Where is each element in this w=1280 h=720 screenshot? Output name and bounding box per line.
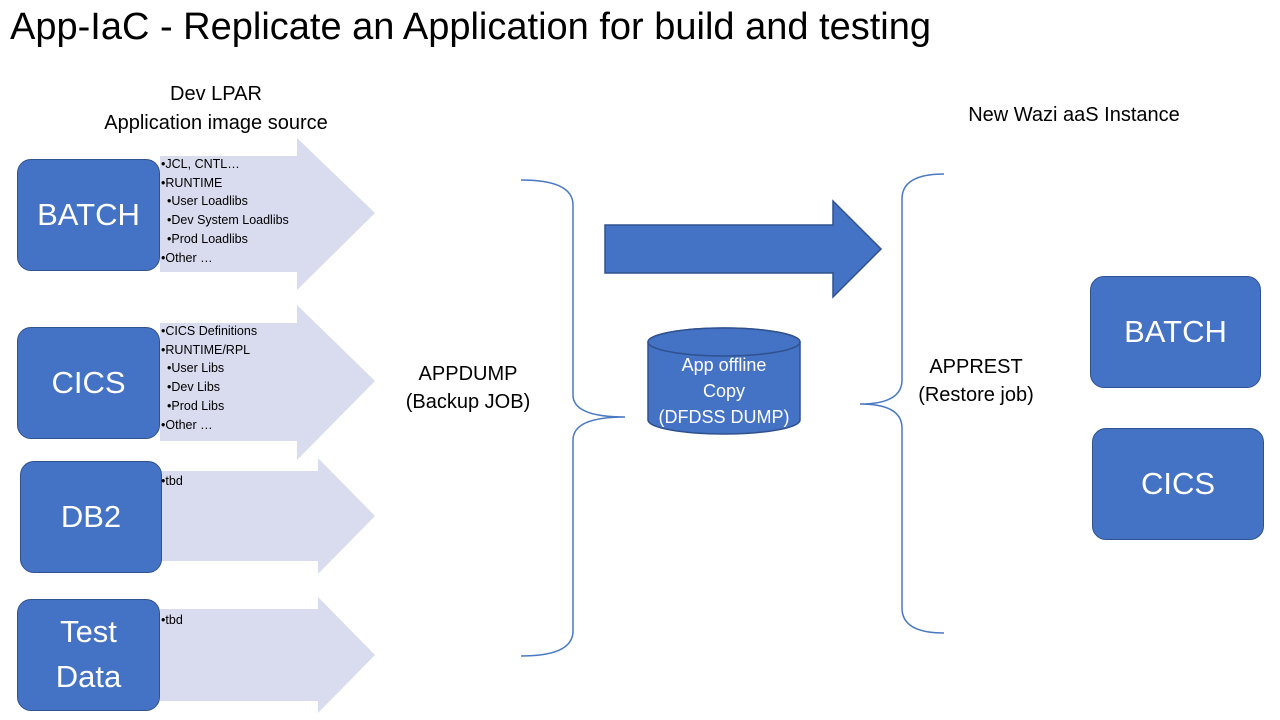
offline-copy-line2: Copy [702,381,746,401]
bullet-item: Prod Loadlibs [161,230,289,249]
target-batch-label: BATCH [1124,313,1227,349]
backup-label-line2: (Backup JOB) [405,391,531,413]
source-db2-box: DB2 [20,461,162,573]
source-heading-line2: Application image source [104,112,328,134]
bullet-item: Prod Libs [161,397,257,416]
bullet-item: User Loadlibs [161,192,289,211]
target-heading: New Wazi aaS Instance [968,104,1180,126]
db2-bullets: tbd [161,472,182,491]
target-cics-label: CICS [1140,465,1216,501]
source-cics-label: CICS [51,364,126,400]
backup-brace [520,179,626,657]
backup-label-line1: APPDUMP [418,363,518,385]
target-cics-box: CICS [1092,428,1264,540]
testdata-bullets: tbd [161,611,182,630]
target-batch-box: BATCH [1090,276,1261,388]
source-batch-label: BATCH [37,196,140,232]
offline-copy-label: App offline Copy (DFDSS DUMP) [648,352,800,430]
bullet-item: RUNTIME [161,174,289,193]
source-testdata-label-line2: Data [55,659,122,694]
db2-arrow [160,458,375,574]
offline-copy-line1: App offline [681,355,767,375]
restore-label-line1: APPREST [929,356,1023,378]
bullet-item: RUNTIME/RPL [161,341,257,360]
source-db2-label: DB2 [60,498,122,534]
source-batch-box: BATCH [17,159,160,271]
bullet-item: User Libs [161,359,257,378]
restore-label-line2: (Restore job) [918,384,1034,406]
cics-bullets: CICS Definitions RUNTIME/RPL User Libs D… [161,322,257,434]
source-cics-box: CICS [17,327,160,439]
offline-copy-line3: (DFDSS DUMP) [658,407,790,427]
transfer-arrow [604,199,883,299]
bullet-item: JCL, CNTL… [161,155,289,174]
slide-title: App-IaC - Replicate an Application for b… [10,6,931,48]
bullet-item: Other … [161,416,257,435]
bullet-item: CICS Definitions [161,322,257,341]
restore-label: APPREST (Restore job) [898,353,1054,409]
bullet-item: tbd [161,472,182,491]
source-testdata-label-line1: Test [60,614,117,650]
offline-copy-cylinder [647,327,801,435]
source-heading: Dev LPAR Application image source [86,80,346,138]
batch-bullets: JCL, CNTL… RUNTIME User Loadlibs Dev Sys… [161,155,289,268]
restore-brace [859,173,945,634]
testdata-arrow [160,597,375,713]
bullet-item: Other … [161,249,289,268]
bullet-item: Dev System Loadlibs [161,211,288,230]
source-heading-line1: Dev LPAR [170,83,262,105]
bullet-item: tbd [161,611,182,630]
backup-label: APPDUMP (Backup JOB) [388,360,548,416]
source-testdata-box: Test Data [17,599,160,711]
bullet-item: Dev Libs [161,378,257,397]
